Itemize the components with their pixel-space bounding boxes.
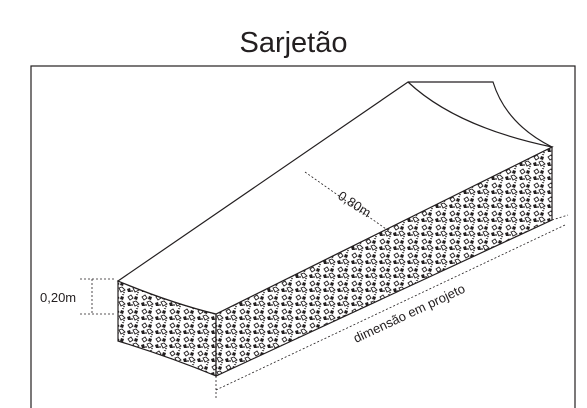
height-label: 0,20m [40, 290, 76, 305]
width-dimension-line [304, 171, 397, 237]
length-dimension-line [215, 224, 566, 391]
length-extension-right [551, 214, 569, 221]
diagram-title: Sarjetão [239, 27, 348, 59]
drawing-frame [30, 65, 576, 408]
end-face-right [408, 81, 553, 148]
